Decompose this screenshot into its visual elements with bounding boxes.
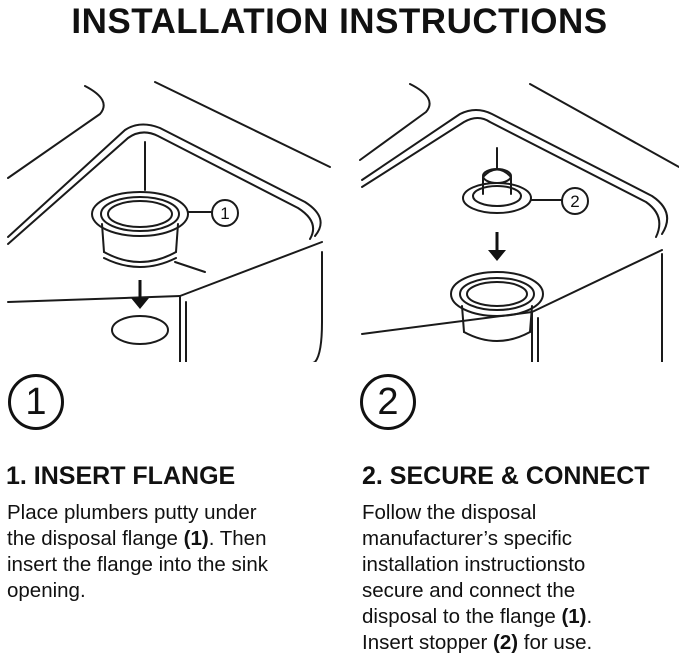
- callout-2-label: 2: [570, 192, 579, 211]
- step-number-badge: 2: [360, 374, 416, 430]
- down-arrow-icon: [131, 280, 149, 309]
- step-description: Place plumbers putty under the disposal …: [7, 501, 268, 602]
- sink-stopper-illustration: 2: [359, 83, 679, 362]
- down-arrow-icon: [488, 232, 506, 261]
- step-title: 2. SECURE & CONNECT: [362, 462, 650, 490]
- sink-flange-illustration: 1: [7, 81, 331, 362]
- step-number-badge: 1: [8, 374, 64, 430]
- callout-1-label: 1: [220, 204, 229, 223]
- step-title: 1. INSERT FLANGE: [6, 462, 236, 490]
- step-description: Follow the disposal manufacturer’s speci…: [362, 501, 593, 654]
- page-title: INSTALLATION INSTRUCTIONS: [71, 2, 608, 41]
